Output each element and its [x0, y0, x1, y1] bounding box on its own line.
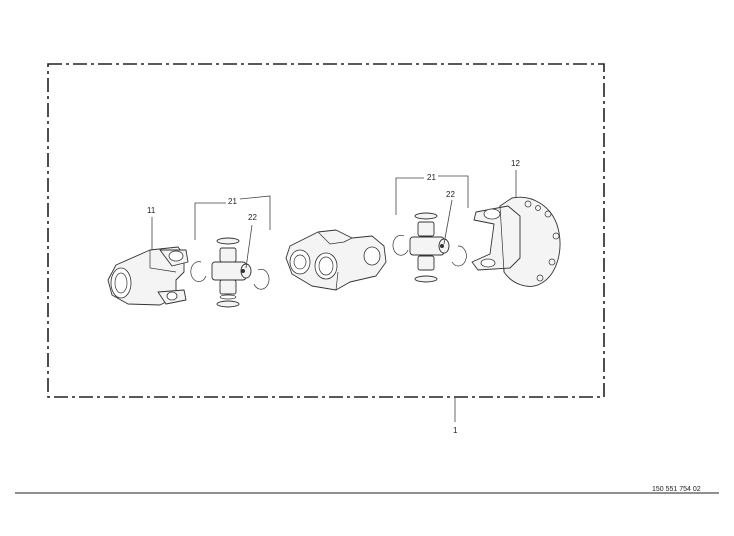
- callout-11: 11: [147, 206, 156, 215]
- assembly-boundary: [47, 63, 605, 398]
- leader-22-left: [245, 224, 253, 269]
- universal-cross-right: [392, 212, 467, 283]
- callout-22-right: 22: [446, 190, 455, 199]
- leader-22-right: [443, 199, 453, 245]
- callout-21-left: 21: [228, 197, 237, 206]
- document-number: 150 551 754 02: [652, 486, 701, 493]
- callout-21-right: 21: [427, 173, 436, 182]
- yoke-part-11: [107, 246, 189, 306]
- flange-yoke-part-12: [471, 196, 561, 287]
- callout-22-left: 22: [248, 213, 257, 222]
- bracket-21-right: [395, 175, 469, 215]
- callout-12: 12: [511, 159, 520, 168]
- universal-cross-left: [190, 237, 270, 308]
- center-double-yoke: [285, 229, 387, 291]
- bracket-21-left: [194, 195, 271, 240]
- callout-1: 1: [453, 426, 458, 435]
